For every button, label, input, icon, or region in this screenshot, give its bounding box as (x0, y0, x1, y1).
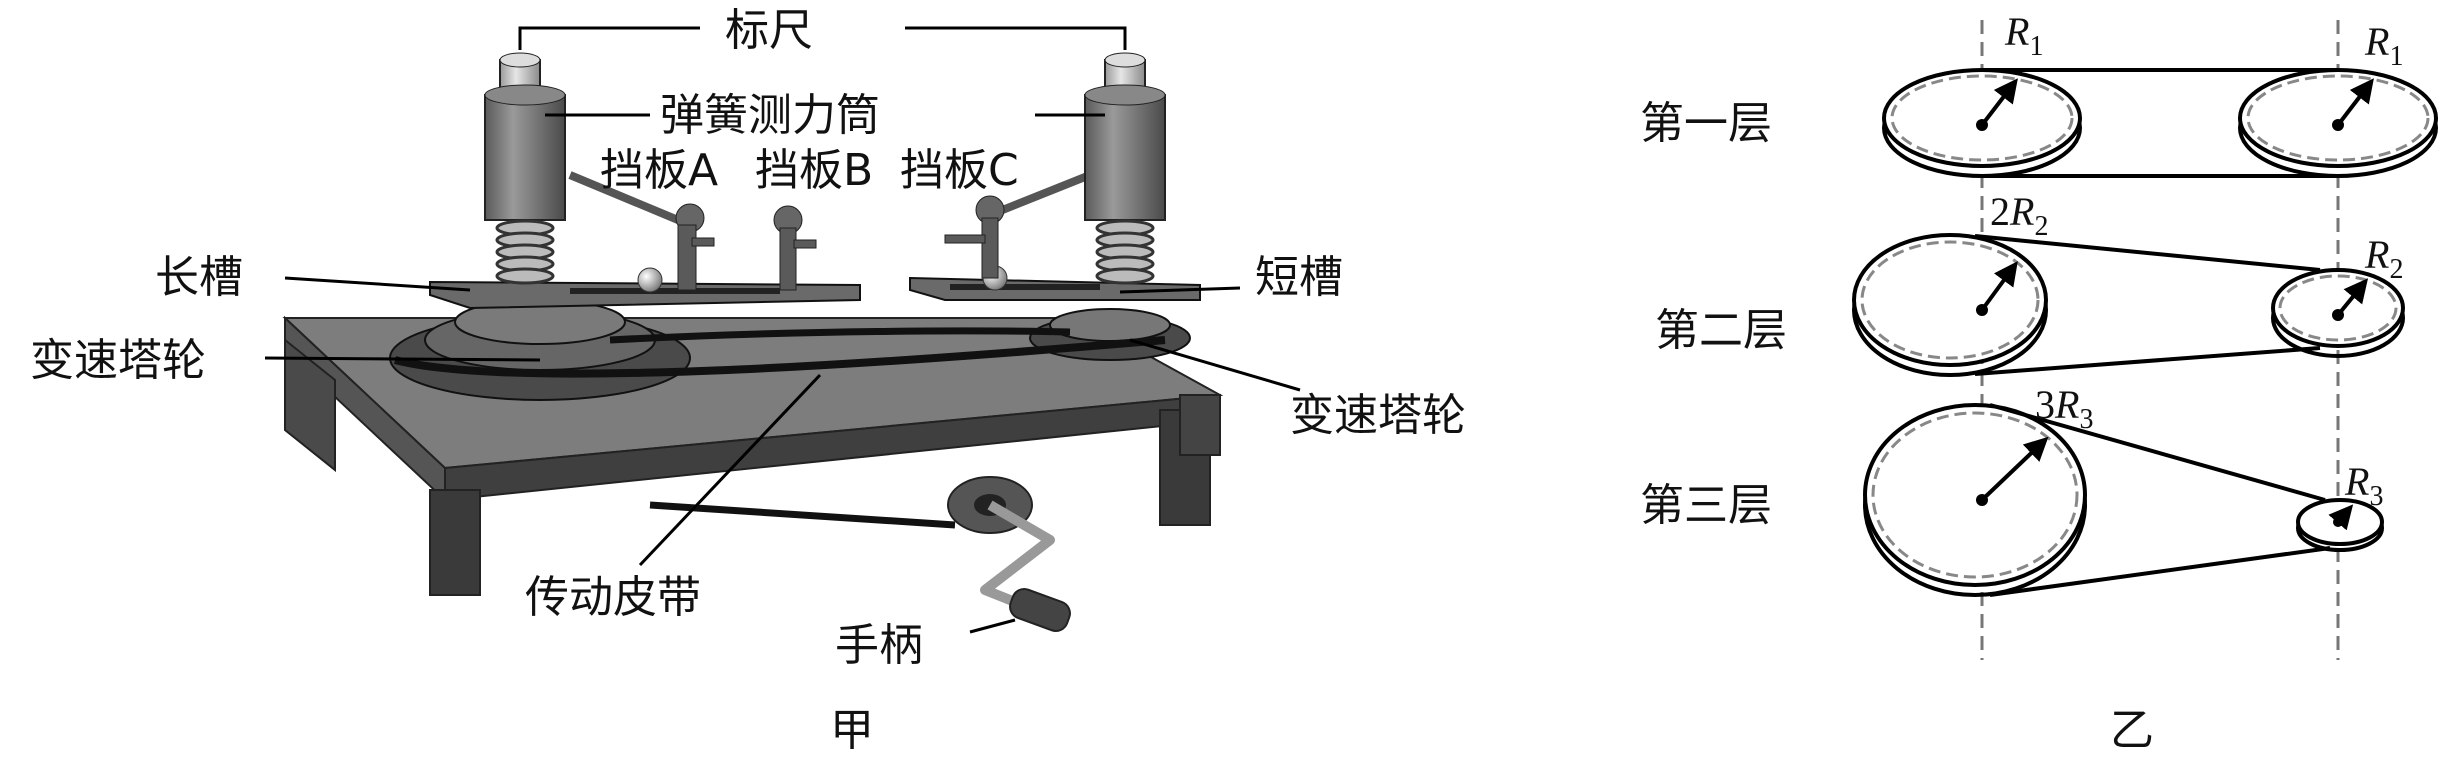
caption-a: 甲 (830, 705, 874, 756)
table-leg-back-right (1179, 394, 1221, 456)
table-leg-front-left (429, 489, 481, 596)
label-long-groove: 长槽 (155, 252, 243, 303)
label-handle: 手柄 (835, 620, 923, 671)
long-groove-slot (570, 288, 780, 294)
label-scale: 标尺 (725, 5, 813, 56)
label-spring-tube: 弹簧测力筒 (660, 90, 880, 141)
layer-3-label: 第三层 (1640, 480, 1772, 531)
pulley-diagram (1852, 20, 2438, 660)
label-baffle-b: 挡板B (755, 145, 873, 196)
leader-lines (264, 26, 1301, 634)
baffle-a-shape (568, 171, 715, 291)
right-spring-tube (1084, 52, 1166, 285)
right-tower-wheel-top (1049, 308, 1171, 342)
label-baffle-a: 挡板A (600, 145, 718, 196)
layer-3-right-radius-label: R3 (2344, 459, 2383, 512)
layer-3-left-radius-label: 3R3 (2035, 382, 2093, 435)
layer-2-left-radius-label: 2R2 (1990, 189, 2048, 242)
left-spring-tube (484, 52, 566, 285)
baffle-b-shape (773, 205, 817, 291)
label-short-groove: 短槽 (1255, 252, 1343, 303)
layer-1-left-radius-label: R1 (2004, 9, 2043, 62)
layer-2-label: 第二层 (1655, 305, 1787, 356)
label-belt: 传动皮带 (525, 572, 701, 623)
layer-3-wheels (1863, 403, 2384, 597)
layer-1-right-radius-label: R1 (2364, 19, 2403, 72)
layer-1-label: 第一层 (1640, 98, 1772, 149)
short-groove-slot (950, 284, 1100, 290)
label-tower-wheel-right: 变速塔轮 (1290, 390, 1466, 441)
baffle-c-shape (944, 171, 1092, 279)
handle-grip (1009, 588, 1071, 632)
layer-2-wheels (1852, 233, 2405, 377)
table-leg-back-left (284, 337, 336, 473)
apparatus-drawing (264, 26, 1301, 634)
caption-b: 乙 (2110, 705, 2154, 756)
label-baffle-c: 挡板C (900, 145, 1019, 196)
layer-2-right-radius-label: R2 (2364, 232, 2403, 285)
lower-belt (649, 501, 956, 529)
ball-left (637, 267, 663, 293)
transmission-belt-back (609, 327, 1071, 344)
transmission-belt (394, 336, 1166, 378)
label-tower-wheel-left: 变速塔轮 (30, 335, 206, 386)
layer-1-wheels (1882, 68, 2438, 178)
